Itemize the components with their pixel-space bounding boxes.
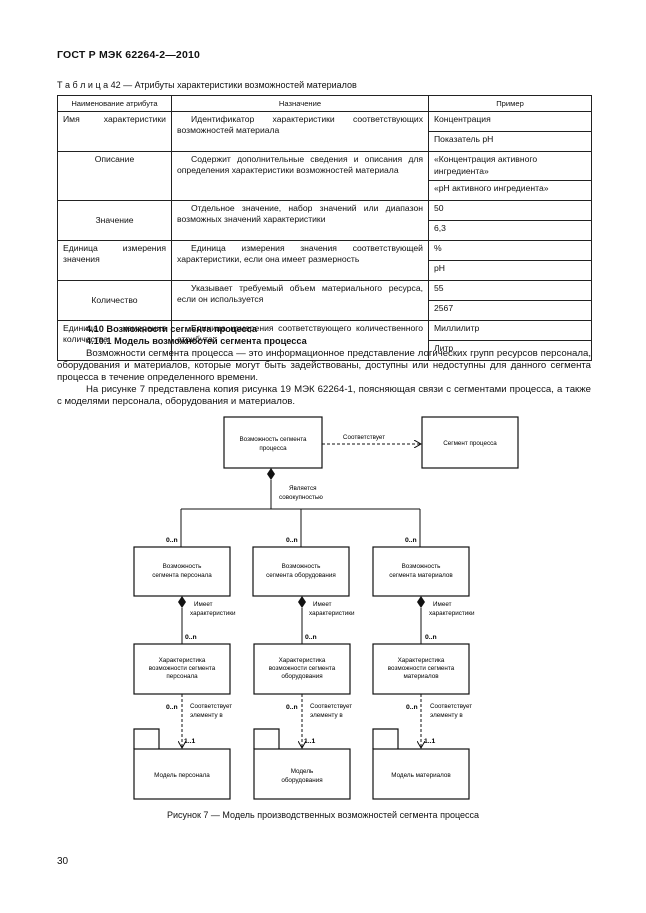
attributes-table: Наименование атрибута Назначение Пример … xyxy=(57,95,592,361)
model-label: оборудования xyxy=(281,776,322,784)
equipment-model-box xyxy=(253,748,351,800)
attribute-name: Количество xyxy=(57,280,172,321)
attribute-example: Литр xyxy=(428,340,592,361)
has-label: характеристики xyxy=(429,610,475,617)
attribute-description: Единица измерения значения соответствующ… xyxy=(171,240,429,281)
multiplicity-label: 0..n xyxy=(185,634,197,641)
paragraph-text: Возможности сегмента процесса — это инфо… xyxy=(57,348,591,384)
corr-elem-label: Соответствует xyxy=(190,703,232,710)
aggregation-diamond xyxy=(178,596,186,608)
aggregation-diamond xyxy=(417,596,425,608)
has-label: Имеет xyxy=(433,601,452,608)
table-row: Количество Указывает требуемый объем мат… xyxy=(57,280,592,321)
aggregation-diamond xyxy=(267,468,275,480)
material-property-box xyxy=(372,643,470,695)
property-label: возможности сегмента xyxy=(269,665,336,672)
property-label: возможности сегмента xyxy=(388,665,455,672)
figure-caption: Рисунок 7 — Модель производственных возм… xyxy=(166,810,480,820)
subsection-heading: 4.10.1 Модель возможностей сегмента проц… xyxy=(86,336,307,346)
table-caption: Т а б л и ц а 42 — Атрибуты характеристи… xyxy=(57,80,357,90)
attribute-name: Единица измерения значения xyxy=(57,240,172,281)
table-row: Литр xyxy=(58,340,592,361)
personnel-capability-box xyxy=(133,546,231,597)
multiplicity-label: 1..1 xyxy=(184,738,196,745)
property-label: возможности сегмента xyxy=(149,665,216,672)
property-label: персонала xyxy=(166,673,198,680)
property-label: Характеристика xyxy=(279,657,326,664)
multiplicity-label: 0..n xyxy=(166,537,178,544)
paragraph: На рисунке 7 представлена копия рисунка … xyxy=(57,384,591,408)
capability-label: сегмента персонала xyxy=(152,572,212,579)
corr-elem-label: Соответствует xyxy=(430,703,472,710)
paragraph-text: На рисунке 7 представлена копия рисунка … xyxy=(57,384,591,408)
property-label: Характеристика xyxy=(398,657,445,664)
has-label: характеристики xyxy=(309,610,355,617)
corr-elem-label: Соответствует xyxy=(310,703,352,710)
multiplicity-label: 0..n xyxy=(406,704,418,711)
corr-elem-label: элементу в xyxy=(190,712,223,719)
document-header: ГОСТ Р МЭК 62264-2—2010 xyxy=(57,49,201,61)
multiplicity-label: 0..n xyxy=(286,537,298,544)
model-label: Модель xyxy=(291,768,314,775)
table-row: Единица измерения количества Единица изм… xyxy=(57,320,592,361)
property-label: Характеристика xyxy=(159,657,206,664)
corr-elem-label: элементу в xyxy=(430,712,463,719)
process-segment-label: Сегмент процесса xyxy=(443,440,497,447)
capability-label: сегмента оборудования xyxy=(266,571,336,579)
equipment-model-tab xyxy=(253,728,280,749)
top-box-label: Возможность сегмента xyxy=(239,436,307,443)
aggregation-label: Является xyxy=(289,485,317,492)
capability-label: Возможность xyxy=(402,563,442,570)
section-heading: 4.10 Возможности сегмента процесса xyxy=(86,324,257,334)
personnel-model-box xyxy=(133,748,231,800)
corresponds-label: Соответствует xyxy=(343,434,385,441)
has-label: Имеет xyxy=(313,601,332,608)
attribute-name: Единица измерения количества xyxy=(57,320,172,361)
corr-elem-label: элементу в xyxy=(310,712,343,719)
multiplicity-label: 0..n xyxy=(286,704,298,711)
table-row: Единица измерения значения Единица измер… xyxy=(57,240,592,281)
property-label: оборудования xyxy=(281,672,322,680)
multiplicity-label: 1..1 xyxy=(424,738,436,745)
equipment-capability-box xyxy=(252,546,350,597)
has-label: характеристики xyxy=(190,610,236,617)
capability-label: Возможность xyxy=(282,563,322,570)
aggregation-label: совокупностью xyxy=(279,494,323,501)
material-model-box xyxy=(372,748,470,800)
aggregation-diamond xyxy=(298,596,306,608)
attribute-description: Содержит дополнительные сведения и описа… xyxy=(171,151,429,201)
material-model-tab xyxy=(372,728,399,749)
has-label: Имеет xyxy=(194,601,213,608)
top-box-label: процесса xyxy=(259,445,287,452)
capability-label: сегмента материалов xyxy=(389,572,453,579)
equipment-property-box xyxy=(253,643,351,695)
process-segment-box xyxy=(421,416,519,469)
attribute-description: Отдельное значение, набор значений или д… xyxy=(171,200,429,241)
capability-label: Возможность xyxy=(163,563,203,570)
attribute-description: Указывает требуемый объем материального … xyxy=(171,280,429,321)
multiplicity-label: 0..n xyxy=(405,537,417,544)
personnel-property-box xyxy=(133,643,231,695)
model-label: Модель персонала xyxy=(154,772,210,779)
multiplicity-label: 0..n xyxy=(166,704,178,711)
attribute-description: Единица измерения соответствующего колич… xyxy=(171,320,429,361)
paragraph: Возможности сегмента процесса — это инфо… xyxy=(57,348,591,385)
multiplicity-label: 1..1 xyxy=(304,738,316,745)
model-label: Модель материалов xyxy=(391,772,451,779)
multiplicity-label: 0..n xyxy=(425,634,437,641)
top-capability-box xyxy=(223,416,323,469)
multiplicity-label: 0..n xyxy=(305,634,317,641)
personnel-model-tab xyxy=(133,728,160,749)
table-row: Значение Отдельное значение, набор значе… xyxy=(57,200,592,241)
property-label: материалов xyxy=(403,673,439,680)
page-number: 30 xyxy=(57,856,69,867)
